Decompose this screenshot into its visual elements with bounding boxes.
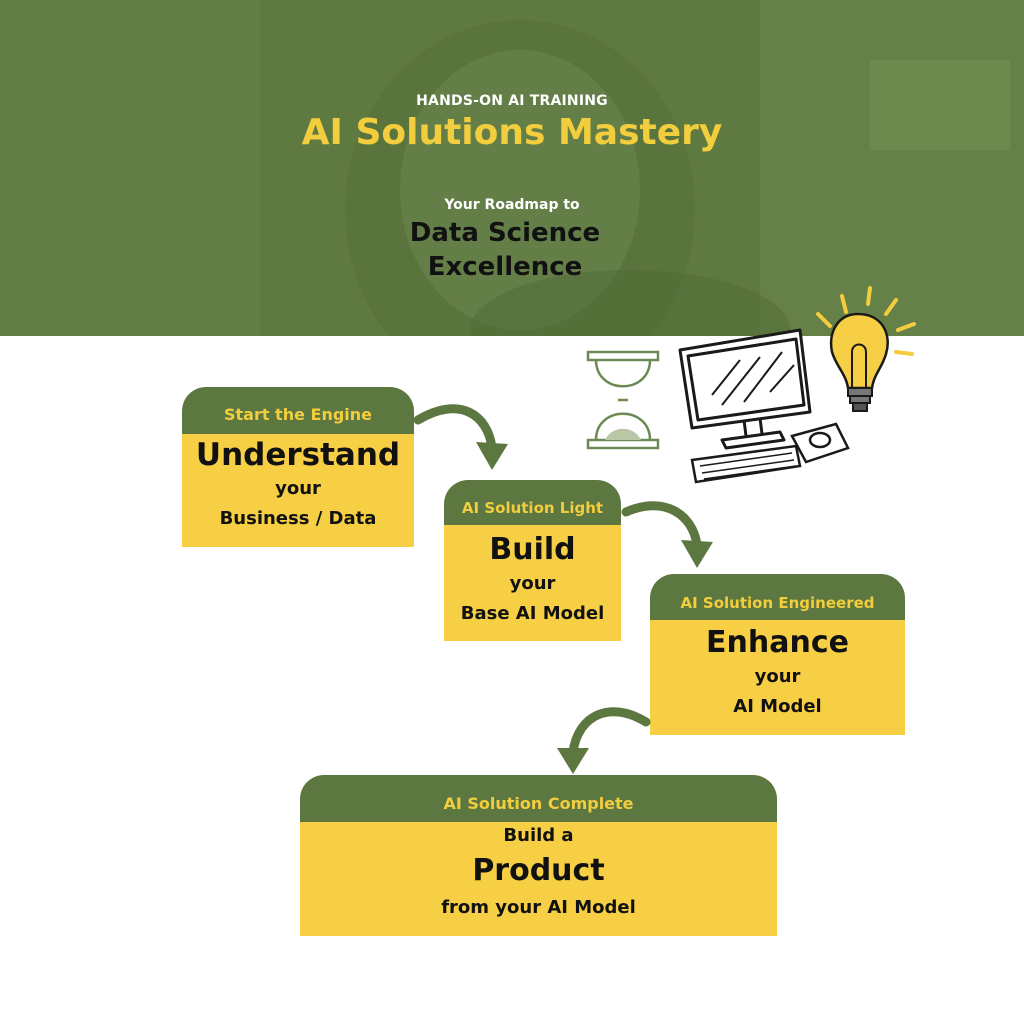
step-understand: Start the Engine Understand your Busines…: [182, 387, 414, 547]
step-verb: Product: [472, 853, 605, 888]
step-body: Build a Product from your AI Model: [300, 822, 777, 936]
step-build: AI Solution Light Build your Base AI Mod…: [444, 480, 621, 641]
page-title: AI Solutions Mastery: [301, 112, 723, 153]
hourglass-icon: [586, 350, 660, 450]
keyboard-icon: [690, 444, 802, 484]
step-body: Understand your Business / Data: [182, 434, 414, 547]
arrowhead-1: [476, 442, 508, 470]
computer-icon: [678, 328, 812, 450]
arrow-step1-to-step2: [413, 404, 497, 453]
arrow-step2-to-step3: [621, 501, 702, 550]
step-line-1: from your AI Model: [441, 897, 636, 918]
step-verb: Understand: [195, 437, 401, 473]
headline-line-1: Data Science: [409, 218, 601, 248]
step-enhance: AI Solution Engineered Enhance your AI M…: [650, 574, 905, 735]
arrow-step3-to-step4: [568, 707, 651, 757]
step-stage-label: AI Solution Light: [444, 480, 621, 525]
roadmap-intro: Your Roadmap to: [444, 197, 580, 213]
step-line-1: your: [754, 666, 801, 687]
step-body: Enhance your AI Model: [650, 620, 905, 735]
step-body: Build your Base AI Model: [444, 525, 621, 641]
mouse-icon: [790, 422, 850, 464]
step-product: AI Solution Complete Build a Product fro…: [300, 775, 777, 936]
step-verb: Build: [489, 532, 576, 567]
step-line-2: Base AI Model: [460, 603, 605, 624]
headline: Data Science Excellence: [360, 216, 650, 284]
arrowhead-2: [681, 540, 713, 568]
step-line-2: AI Model: [733, 696, 822, 717]
step-line-0: Build a: [503, 825, 574, 846]
step-line-1: your: [509, 573, 556, 594]
eyebrow-text: HANDS-ON AI TRAINING: [416, 93, 608, 109]
arrowhead-3: [557, 748, 589, 774]
step-line-1: your: [275, 478, 321, 499]
hero-background-photo: [0, 0, 1024, 336]
step-stage-label: AI Solution Complete: [300, 775, 777, 822]
hero-banner: HANDS-ON AI TRAINING AI Solutions Master…: [0, 0, 1024, 336]
step-stage-label: Start the Engine: [182, 387, 414, 434]
step-line-2: Business / Data: [219, 508, 377, 529]
headline-line-2: Excellence: [427, 252, 583, 282]
step-stage-label: AI Solution Engineered: [650, 574, 905, 620]
step-verb: Enhance: [706, 625, 849, 660]
